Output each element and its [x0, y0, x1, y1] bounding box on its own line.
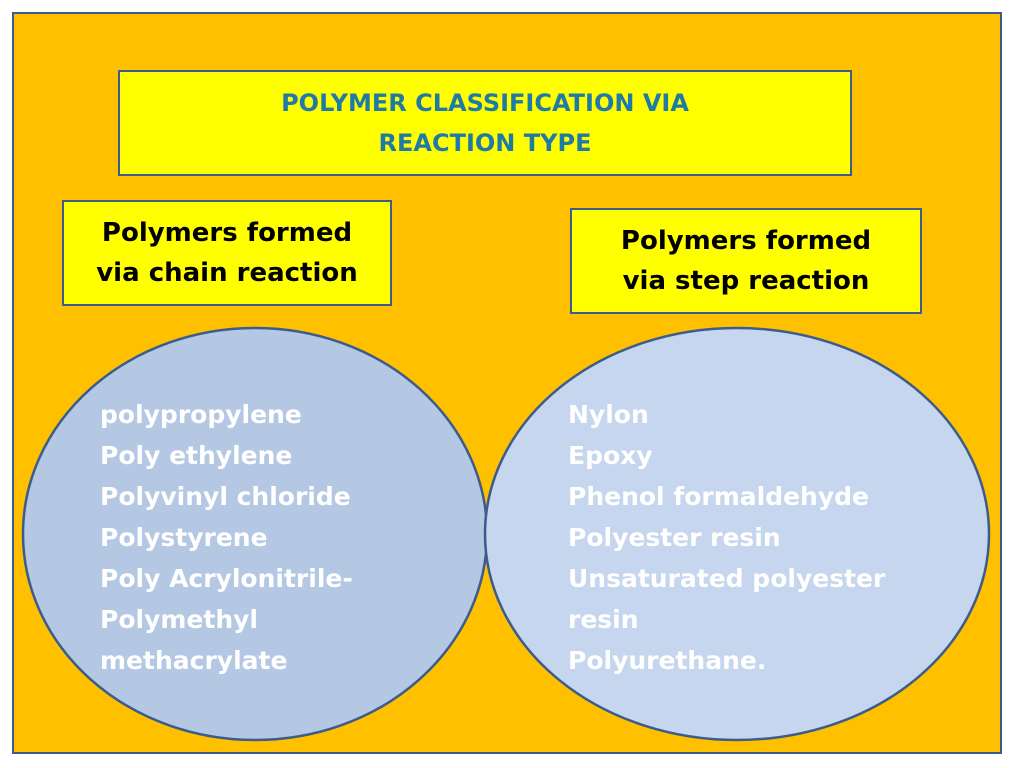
list-item: Polyester resin: [568, 523, 781, 552]
list-item: Poly Acrylonitrile-: [100, 564, 353, 593]
chain-reaction-heading: Polymers formed via chain reaction: [96, 213, 358, 293]
step-reaction-heading: Polymers formed via step reaction: [621, 221, 871, 301]
chain-reaction-heading-box: Polymers formed via chain reaction: [62, 200, 392, 306]
list-item: Polystyrene: [100, 523, 268, 552]
step-heading-line-1: Polymers formed: [620, 226, 872, 256]
list-item: polypropylene: [100, 400, 302, 429]
chain-heading-line-2: via chain reaction: [96, 258, 358, 288]
list-item: resin: [568, 605, 639, 634]
list-item: Phenol formaldehyde: [568, 482, 869, 511]
list-item: Epoxy: [568, 441, 653, 470]
step-polymers-list: Nylon Epoxy Phenol formaldehyde Polyeste…: [568, 394, 908, 681]
chain-polymers-list: polypropylene Poly ethylene Polyvinyl ch…: [100, 394, 390, 681]
page-title: POLYMER CLASSIFICATION VIA REACTION TYPE: [281, 83, 689, 163]
slide-background: POLYMER CLASSIFICATION VIA REACTION TYPE…: [12, 12, 1002, 754]
step-heading-line-2: via step reaction: [622, 266, 870, 296]
title-line-1: POLYMER CLASSIFICATION VIA: [281, 89, 689, 117]
list-item: Polymethyl: [100, 605, 258, 634]
title-box: POLYMER CLASSIFICATION VIA REACTION TYPE: [118, 70, 852, 176]
chain-heading-line-1: Polymers formed: [101, 218, 353, 248]
title-line-2: REACTION TYPE: [378, 129, 592, 157]
list-item: Poly ethylene: [100, 441, 293, 470]
list-item: Nylon: [568, 400, 649, 429]
list-item: methacrylate: [100, 646, 288, 675]
ellipses-layer: [21, 326, 991, 742]
step-reaction-heading-box: Polymers formed via step reaction: [570, 208, 922, 314]
step-polymers-ellipse: [483, 326, 991, 742]
list-item: Polyurethane.: [568, 646, 767, 675]
list-item: Unsaturated polyester: [568, 564, 886, 593]
list-item: Polyvinyl chloride: [100, 482, 351, 511]
